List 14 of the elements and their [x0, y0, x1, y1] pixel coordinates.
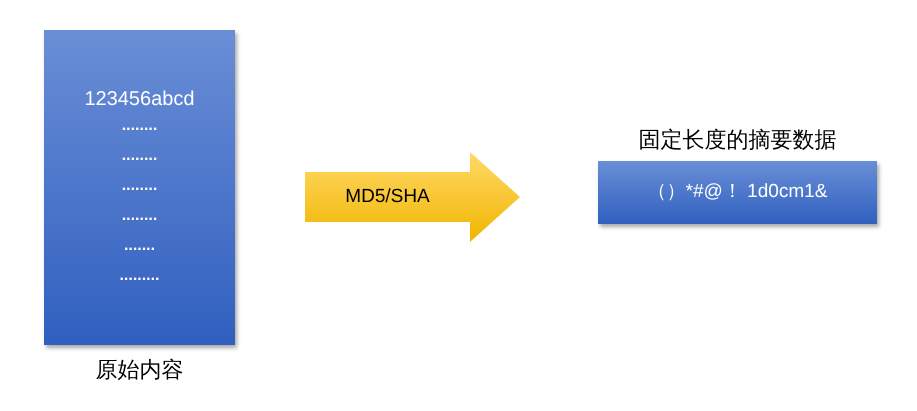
ellipsis-text: ........	[120, 206, 158, 226]
ellipsis-text: .......	[122, 236, 156, 256]
node-label: 原始内容	[94, 356, 184, 384]
ellipsis-text: ........	[120, 146, 158, 166]
ellipsis-text: .........	[118, 266, 160, 286]
ellipsis-text: ........	[120, 176, 158, 196]
block-arrow	[305, 152, 520, 242]
digest-text: （）*#@！ 1d0cm1&	[646, 180, 828, 204]
heading: 固定长度的摘要数据	[638, 126, 838, 154]
digest-box	[598, 161, 877, 224]
ellipsis-text: ........	[120, 116, 158, 136]
content-box	[44, 30, 235, 345]
content-text: 123456abcd	[83, 87, 196, 112]
edge-label: MD5/SHA	[344, 185, 431, 209]
